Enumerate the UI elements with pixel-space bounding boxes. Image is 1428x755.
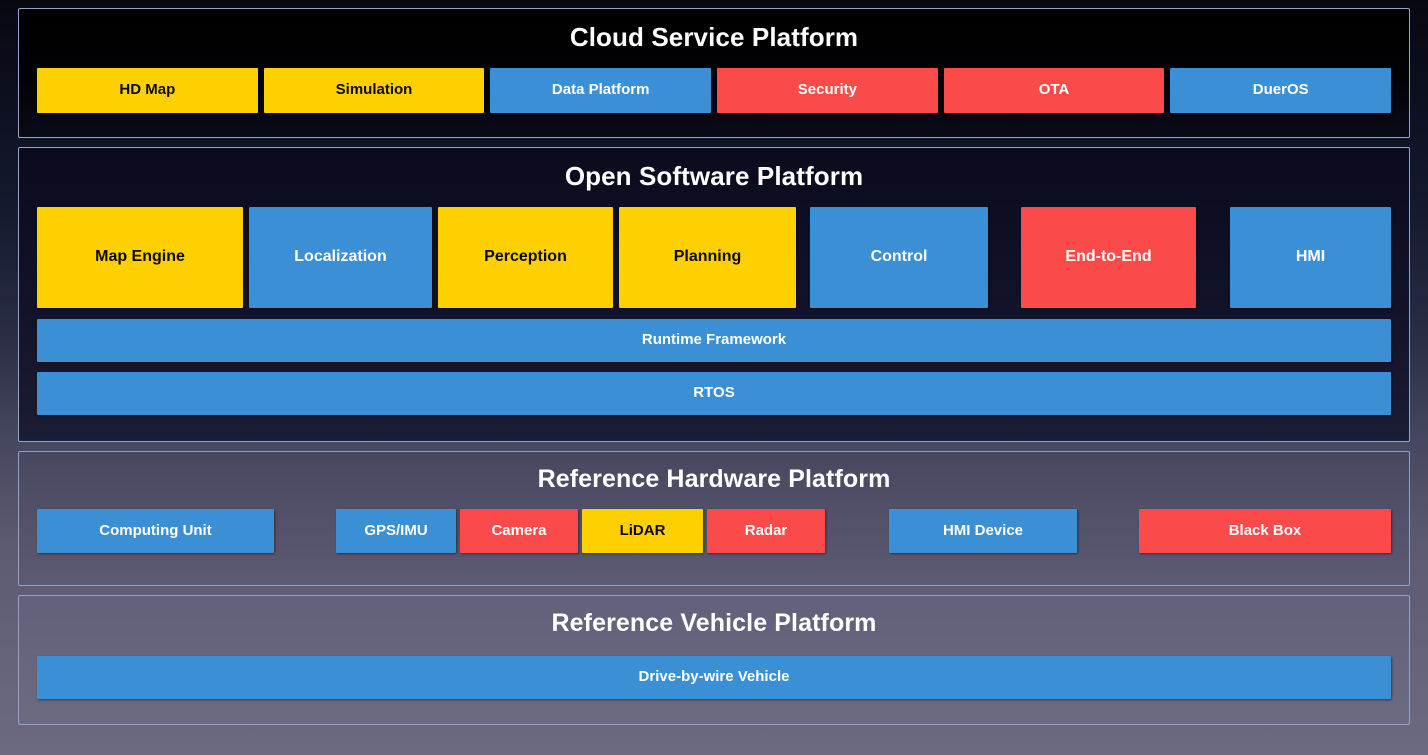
layer-title-reference-hardware-platform: Reference Hardware Platform [537,465,891,493]
box-map-engine[interactable]: Map Engine [37,206,243,308]
box-dueros[interactable]: DuerOS [1170,67,1392,113]
box-radar[interactable]: Radar [707,508,825,553]
box-gps-imu[interactable]: GPS/IMU [336,508,456,553]
box-black-box[interactable]: Black Box [1139,508,1391,553]
layer-reference-hardware-platform: Reference Hardware Platform Computing Un… [18,451,1410,586]
box-drive-by-wire-vehicle[interactable]: Drive-by-wire Vehicle [37,655,1391,699]
box-data-platform[interactable]: Data Platform [490,67,712,113]
box-end-to-end[interactable]: End-to-End [1021,206,1196,308]
box-hmi-device[interactable]: HMI Device [889,508,1077,553]
layer-open-software-platform: Open Software Platform Map Engine Locali… [18,147,1410,442]
box-runtime-framework[interactable]: Runtime Framework [37,318,1391,362]
row-hardware-components: Computing Unit GPS/IMU Camera LiDAR Rada… [37,508,1391,553]
layer-cloud-service-platform: Cloud Service Platform HD Map Simulation… [18,8,1410,138]
layer-title-open-software-platform: Open Software Platform [564,161,864,191]
layer-title-reference-vehicle-platform: Reference Vehicle Platform [551,609,877,637]
row-cloud-services: HD Map Simulation Data Platform Security… [37,67,1392,113]
box-perception[interactable]: Perception [438,206,613,308]
box-hmi[interactable]: HMI [1230,206,1391,308]
row-software-modules: Map Engine Localization Perception Plann… [37,206,1391,308]
box-lidar[interactable]: LiDAR [582,508,703,553]
box-control[interactable]: Control [810,206,988,308]
layer-reference-vehicle-platform: Reference Vehicle Platform Drive-by-wire… [18,595,1410,725]
box-hd-map[interactable]: HD Map [37,67,258,113]
box-computing-unit[interactable]: Computing Unit [37,508,274,553]
box-simulation[interactable]: Simulation [263,67,485,113]
box-rtos[interactable]: RTOS [37,371,1391,415]
box-security[interactable]: Security [717,67,938,113]
box-camera[interactable]: Camera [460,508,578,553]
layer-title-cloud-service-platform: Cloud Service Platform [569,22,859,52]
box-planning[interactable]: Planning [619,206,796,308]
box-ota[interactable]: OTA [943,67,1165,113]
box-localization[interactable]: Localization [249,206,432,308]
